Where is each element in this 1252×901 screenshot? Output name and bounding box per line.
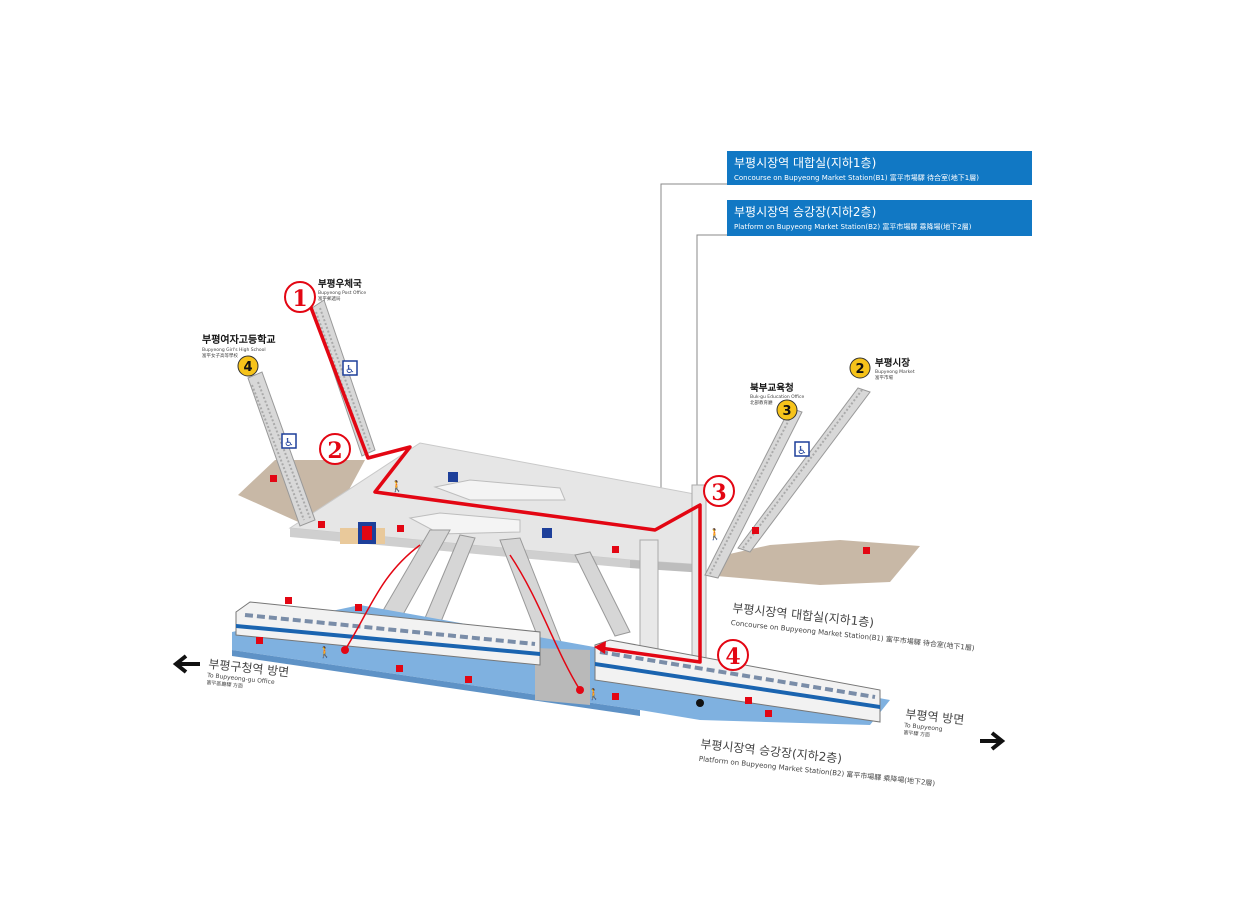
legend-leader-concourse <box>660 183 727 560</box>
svg-text:2: 2 <box>327 438 342 464</box>
circulation-start <box>341 646 349 654</box>
svg-text:Bupyeong Market: Bupyeong Market <box>875 369 915 375</box>
stairs-exit-2 <box>737 387 871 553</box>
platform-marker <box>696 699 704 707</box>
legend-platform-subtitle: Platform on Bupyeong Market Station(B2) … <box>734 222 972 231</box>
floor-label-concourse: 부평시장역 대합실(지하1층) Concourse on Bupyeong Ma… <box>730 601 975 652</box>
svg-text:富平女子高等學校: 富平女子高等學校 <box>202 352 238 359</box>
route-step-4: 4 <box>717 639 749 671</box>
svg-text:🚶: 🚶 <box>708 528 722 541</box>
arrow-left-icon <box>172 654 200 674</box>
circulation-path <box>344 544 421 651</box>
svg-text:부평역 방면: 부평역 방면 <box>905 707 965 727</box>
svg-text:4: 4 <box>725 644 740 670</box>
route-arrow-head <box>594 641 606 654</box>
exit-2-label: 2 부평시장 Bupyeong Market 富平市場 <box>849 357 915 381</box>
svg-text:富平市場: 富平市場 <box>875 374 893 381</box>
post-office-label: 부평우체국 Bupyeong Post Office 富平郵遞局 <box>318 278 366 302</box>
svg-text:北部教育廳: 北部教育廳 <box>750 399 773 406</box>
legend-concourse-subtitle: Concourse on Bupyeong Market Station(B1)… <box>734 173 979 182</box>
exit-3-label: 북부교육청 Buk-gu Education Office 北部教育廳 3 <box>750 382 805 421</box>
svg-text:富平驛 方面: 富平驛 方面 <box>903 729 930 739</box>
svg-text:♿: ♿ <box>284 436 294 449</box>
svg-text:富平郵遞局: 富平郵遞局 <box>318 295 341 302</box>
circulation-start <box>576 686 584 694</box>
wheelchair-icon: ♿ <box>794 441 810 457</box>
svg-text:부평시장: 부평시장 <box>875 357 910 369</box>
svg-text:♿: ♿ <box>345 363 355 376</box>
svg-text:부평여자고등학교: 부평여자고등학교 <box>202 333 276 346</box>
svg-text:Bupyeong Girl's High School: Bupyeong Girl's High School <box>202 347 266 353</box>
arrow-right-icon <box>980 731 1006 751</box>
svg-text:2: 2 <box>855 362 864 377</box>
legend-platform: 부평시장역 승강장(지하2층) Platform on Bupyeong Mar… <box>727 200 1032 236</box>
svg-text:Buk-gu Education Office: Buk-gu Education Office <box>750 394 805 400</box>
svg-text:To Bupyeong: To Bupyeong <box>903 722 943 733</box>
floor-label-platform: 부평시장역 승강장(지하2층) Platform on Bupyeong Mar… <box>698 737 935 788</box>
direction-left: 부평구청역 방면 To Bupyeong-gu Office 富平區廳驛 方面 <box>172 654 290 690</box>
route-step-1: 1 <box>284 281 316 313</box>
svg-text:3: 3 <box>711 480 726 506</box>
svg-text:🚶: 🚶 <box>587 688 601 701</box>
facility-markers <box>256 475 870 717</box>
svg-text:Bupyeong Post Office: Bupyeong Post Office <box>318 290 366 296</box>
direction-right: 부평역 방면 To Bupyeong 富平驛 方面 <box>903 707 1006 751</box>
svg-text:4: 4 <box>243 360 252 375</box>
stairs-exit-3 <box>704 407 803 579</box>
train-right <box>594 639 881 723</box>
exit-4-label: 부평여자고등학교 Bupyeong Girl's High School 富平女… <box>202 333 276 377</box>
circulation-path <box>509 554 581 691</box>
svg-text:1: 1 <box>292 286 307 312</box>
elevator-icon <box>358 522 376 544</box>
route-path <box>308 304 702 664</box>
legend-concourse-title: 부평시장역 대합실(지하1층) <box>734 156 876 170</box>
escalator-icon <box>448 472 552 538</box>
svg-text:🚶: 🚶 <box>390 480 404 493</box>
exit-badge <box>776 399 798 421</box>
route-step-2: 2 <box>319 433 351 465</box>
exit-badge <box>237 355 259 377</box>
legend-platform-title: 부평시장역 승강장(지하2층) <box>734 205 876 219</box>
svg-text:♿: ♿ <box>797 444 807 457</box>
street-area-right <box>705 540 920 585</box>
wheelchair-icon: ♿ <box>281 433 297 449</box>
walking-person-icon: 🚶 🚶 🚶 🚶 <box>318 480 722 701</box>
svg-text:부평우체국: 부평우체국 <box>318 278 362 290</box>
exit-badge <box>849 357 871 379</box>
svg-text:🚶: 🚶 <box>318 646 332 659</box>
svg-text:북부교육청: 북부교육청 <box>750 382 794 394</box>
train-left <box>235 601 541 666</box>
stairs-exit-4 <box>247 371 316 527</box>
legend-concourse: 부평시장역 대합실(지하1층) Concourse on Bupyeong Ma… <box>727 151 1032 185</box>
svg-text:富平區廳驛 方面: 富平區廳驛 方面 <box>206 679 243 690</box>
route-step-3: 3 <box>703 475 735 507</box>
svg-text:3: 3 <box>782 404 791 419</box>
wheelchair-icon: ♿ <box>342 360 358 376</box>
stairs-post-office <box>311 299 376 457</box>
